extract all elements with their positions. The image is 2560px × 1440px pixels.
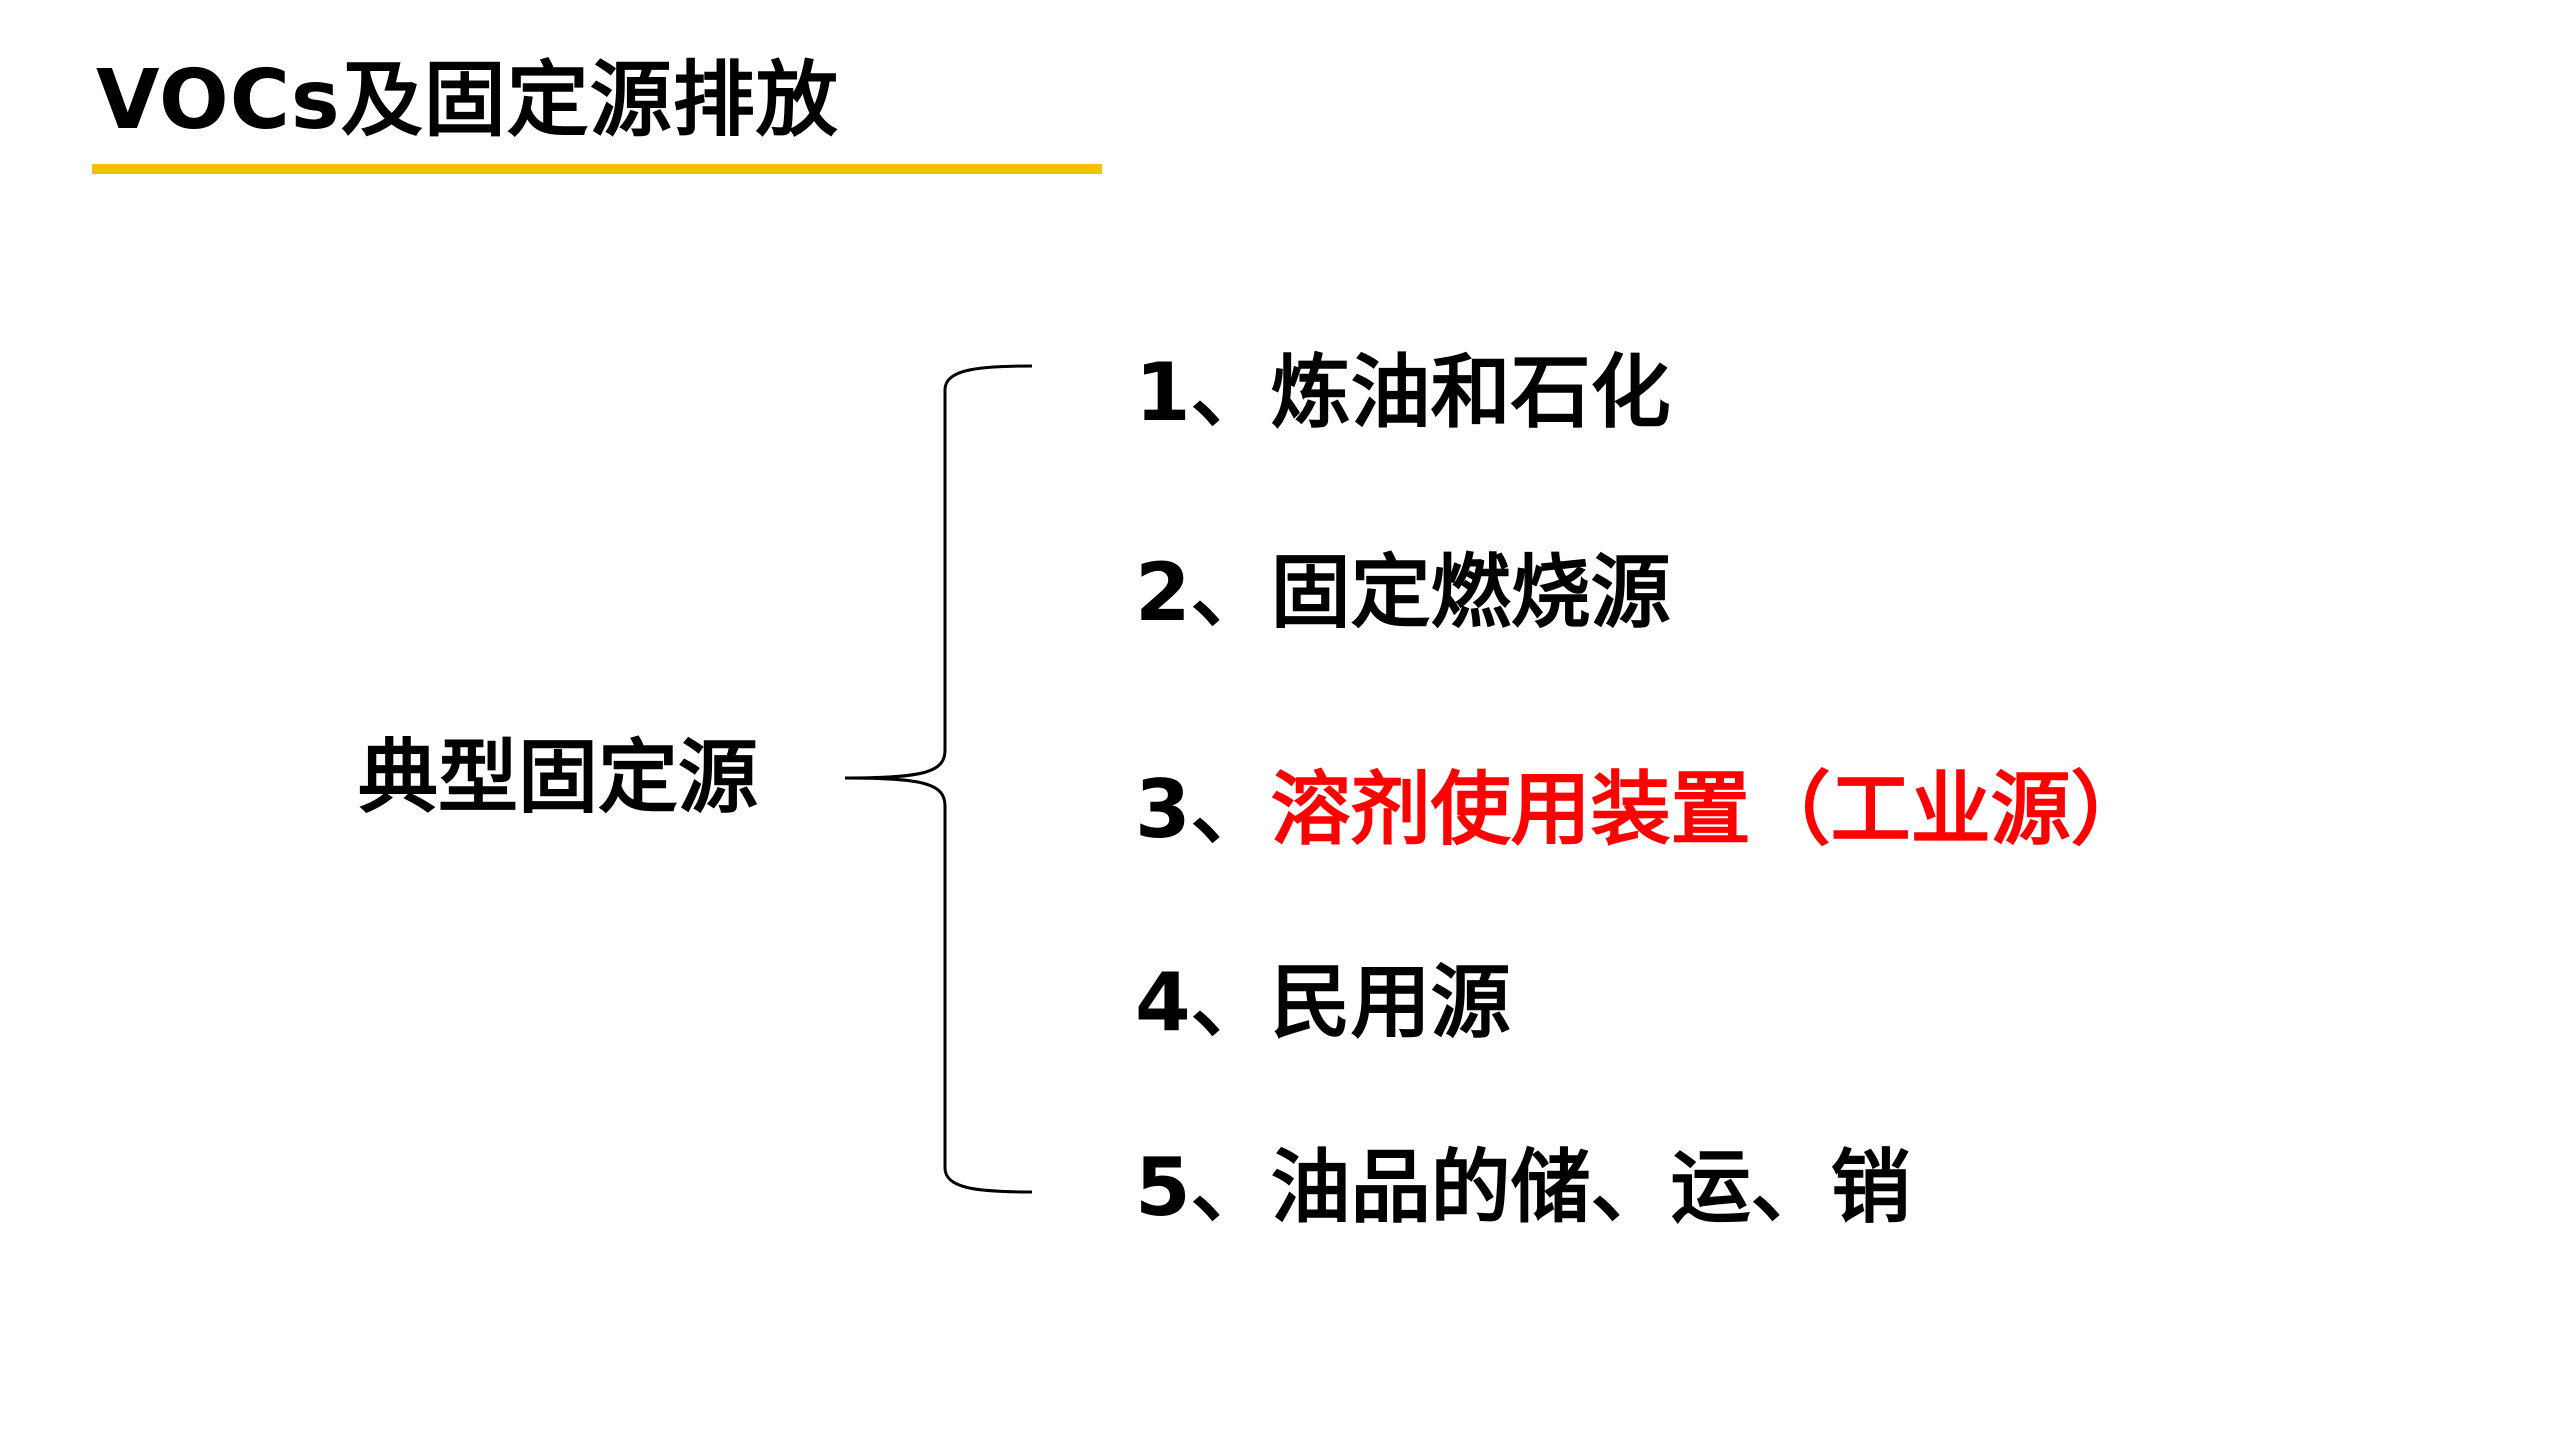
item-text: 固定燃烧源 [1270, 546, 1671, 639]
list-item-highlighted: 3、溶剂使用装置（工业源） [1135, 762, 2151, 858]
item-number: 1、 [1135, 346, 1271, 439]
item-text: 炼油和石化 [1270, 346, 1671, 439]
item-number: 2、 [1135, 546, 1271, 639]
title-underline [92, 164, 1102, 174]
slide-title: VOCs及固定源排放 [96, 53, 839, 148]
item-number: 5、 [1135, 1141, 1271, 1234]
list-item: 2、固定燃烧源 [1135, 545, 1671, 641]
item-text: 油品的储、运、销 [1270, 1141, 1911, 1234]
list-item: 5、油品的储、运、销 [1135, 1140, 1911, 1236]
root-label: 典型固定源 [358, 731, 758, 824]
item-number: 4、 [1135, 956, 1271, 1049]
item-text: 民用源 [1270, 956, 1511, 1049]
list-item: 4、民用源 [1135, 955, 1511, 1051]
item-text: 溶剂使用装置（工业源） [1270, 763, 2151, 856]
item-number: 3、 [1135, 763, 1271, 856]
list-item: 1、炼油和石化 [1135, 345, 1671, 441]
